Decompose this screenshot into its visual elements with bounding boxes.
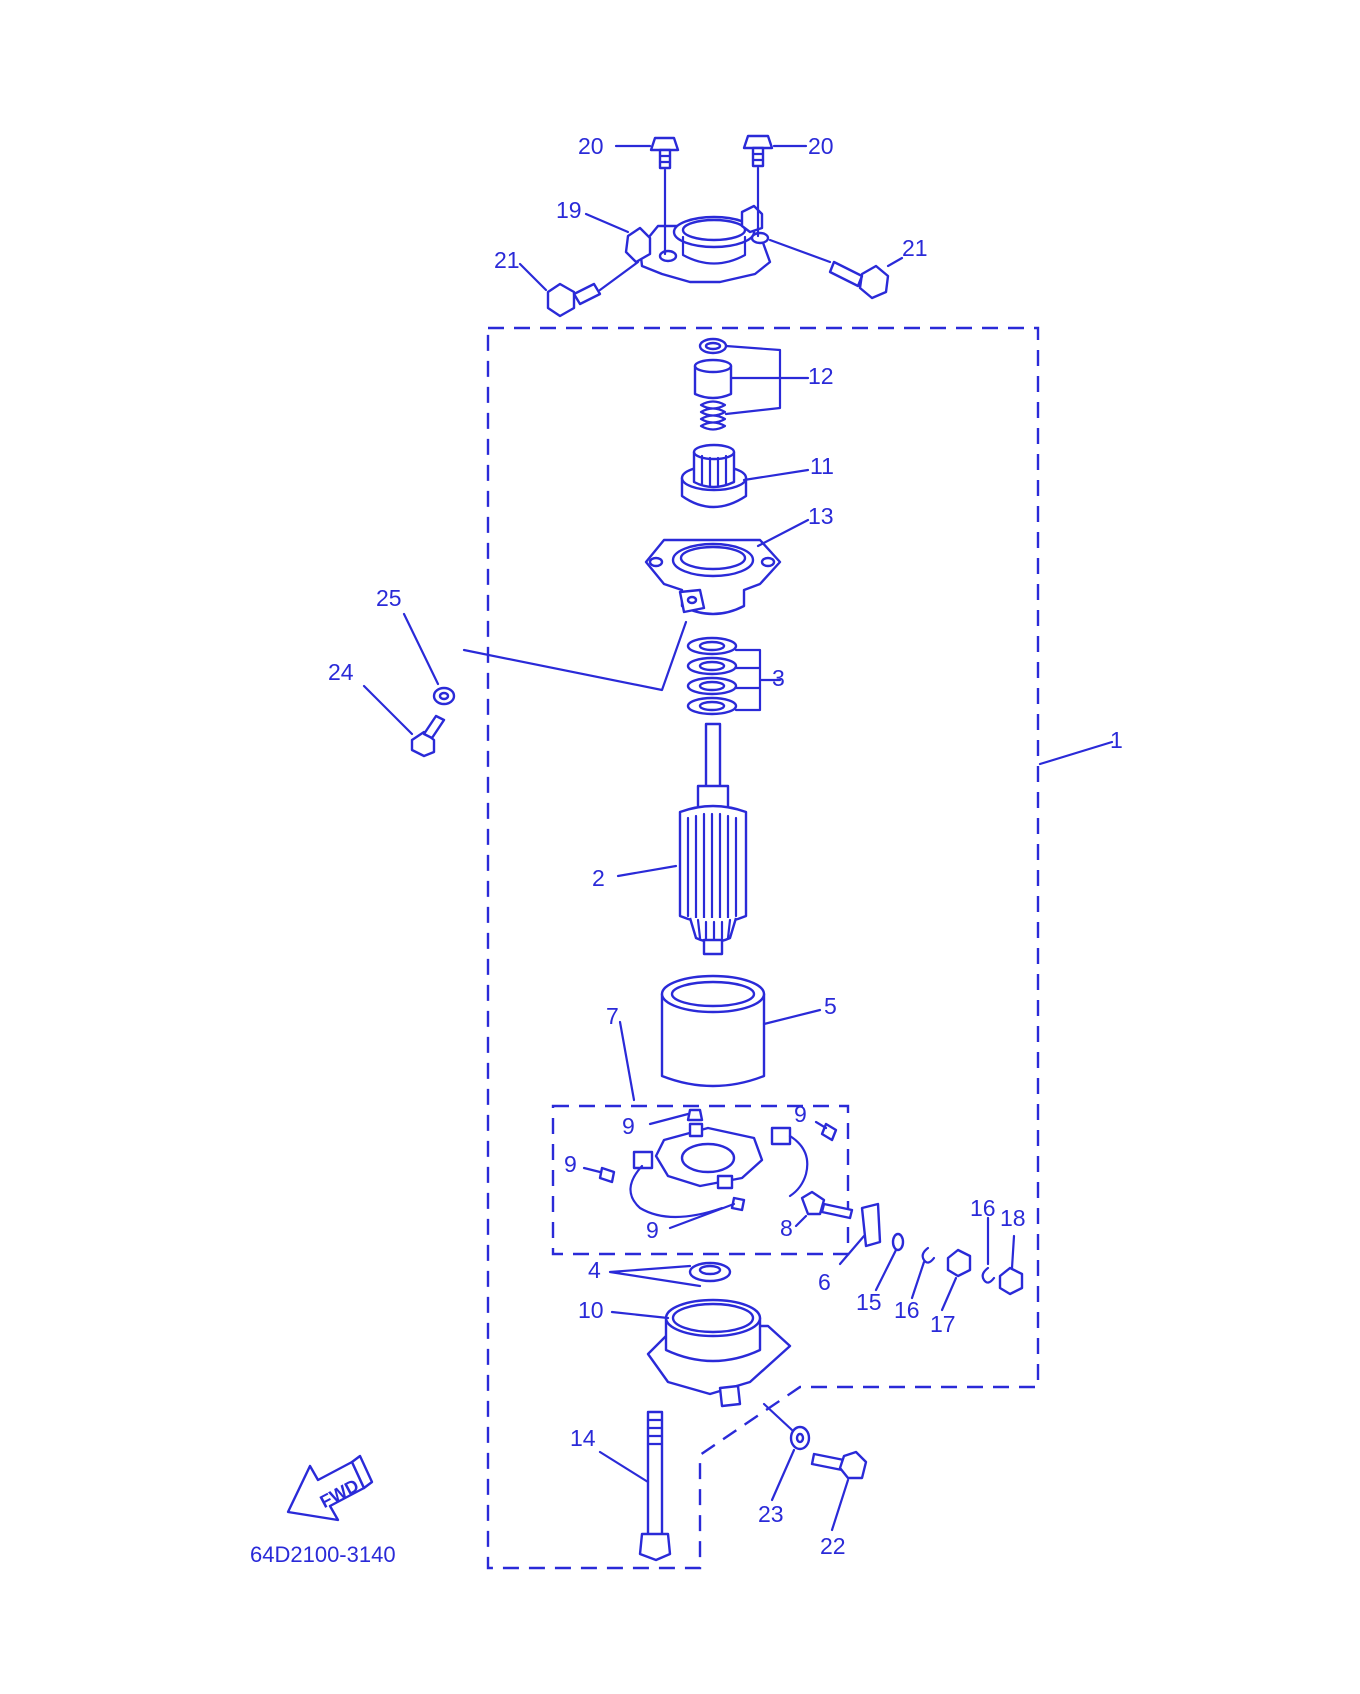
label-11: 11 <box>810 453 834 479</box>
washer-15 <box>891 1232 905 1252</box>
front-bracket-13 <box>644 538 782 616</box>
washer-23 <box>789 1425 811 1451</box>
label-4: 4 <box>588 1257 601 1283</box>
lock-washer-16a <box>921 1246 936 1264</box>
label-20-left: 20 <box>578 133 604 159</box>
leader-14 <box>598 1450 650 1484</box>
label-9-d: 9 <box>646 1217 659 1243</box>
label-14: 14 <box>570 1425 596 1451</box>
leader-15 <box>874 1248 898 1292</box>
label-21-left: 21 <box>494 247 520 273</box>
label-9-c: 9 <box>564 1151 577 1177</box>
leader-20-left <box>614 144 667 256</box>
leader-16 <box>910 1216 990 1300</box>
label-19: 19 <box>556 197 582 223</box>
assembly-outline-dashed <box>486 326 1040 1570</box>
terminal-plate-6 <box>860 1202 882 1248</box>
leader-6 <box>838 1234 866 1266</box>
leader-4 <box>608 1264 702 1288</box>
label-6: 6 <box>818 1269 831 1295</box>
thrust-washer-4 <box>688 1261 732 1283</box>
label-21-right: 21 <box>902 235 928 261</box>
leader-25 <box>402 612 440 686</box>
leader-10 <box>610 1310 670 1320</box>
washer-25 <box>432 686 456 706</box>
leader-21-left <box>518 260 640 292</box>
leader-24 <box>362 684 414 736</box>
leader-17 <box>940 1276 958 1312</box>
rear-cover-10 <box>646 1298 792 1408</box>
leader-22 <box>830 1478 850 1532</box>
leader-12 <box>724 344 810 416</box>
bolt-20-left <box>649 136 680 170</box>
fwd-arrow-icon: FWD <box>286 1454 374 1522</box>
label-9-b: 9 <box>794 1101 807 1127</box>
diagram-code: 64D2100-3140 <box>250 1542 396 1567</box>
label-7: 7 <box>606 1003 619 1029</box>
label-5: 5 <box>824 993 837 1019</box>
label-16-b: 16 <box>970 1195 996 1221</box>
leader-19 <box>584 212 630 234</box>
label-12: 12 <box>808 363 834 389</box>
leader-2 <box>616 864 678 878</box>
bolt-21-left <box>546 282 602 318</box>
label-2: 2 <box>592 865 605 891</box>
terminal-bolt-8 <box>800 1190 854 1220</box>
leader-21-right <box>768 238 904 268</box>
label-3: 3 <box>772 665 785 691</box>
stop-ring-collar-spring-12 <box>693 337 733 431</box>
leader-18 <box>1010 1234 1016 1270</box>
leader-1 <box>1038 740 1114 766</box>
leader-23 <box>762 1402 796 1502</box>
bolt-21-right <box>828 260 890 300</box>
shim-washers-3 <box>686 636 738 716</box>
nut-18 <box>998 1266 1024 1296</box>
label-15: 15 <box>856 1289 882 1315</box>
nut-17 <box>946 1248 972 1278</box>
label-23: 23 <box>758 1501 784 1527</box>
label-16-a: 16 <box>894 1297 920 1323</box>
label-1: 1 <box>1110 727 1123 753</box>
label-10: 10 <box>578 1297 604 1323</box>
leader-screw-to-bracket <box>462 620 688 692</box>
leader-3 <box>734 648 782 712</box>
label-20-right: 20 <box>808 133 834 159</box>
label-17: 17 <box>930 1311 956 1337</box>
upper-bracket-part <box>624 204 772 284</box>
bolt-20-right <box>742 134 774 168</box>
label-8: 8 <box>780 1215 793 1241</box>
leader-20-right <box>756 144 808 238</box>
label-13: 13 <box>808 503 834 529</box>
leader-13 <box>756 518 810 548</box>
lock-washer-16b <box>981 1266 996 1284</box>
leader-5 <box>762 1008 822 1026</box>
label-18: 18 <box>1000 1205 1026 1231</box>
label-24: 24 <box>328 659 354 685</box>
label-25: 25 <box>376 585 402 611</box>
leader-7 <box>618 1020 636 1102</box>
pinion-gear-11 <box>680 443 748 509</box>
screw-24 <box>410 714 446 758</box>
brush-holder-7 <box>629 1122 809 1219</box>
yoke-5 <box>660 974 766 1088</box>
label-9-a: 9 <box>622 1113 635 1139</box>
armature-2 <box>678 722 748 956</box>
label-22: 22 <box>820 1533 846 1559</box>
leader-9 <box>582 1112 828 1230</box>
leader-11 <box>742 468 810 482</box>
bolt-22 <box>810 1450 868 1480</box>
through-bolt-14 <box>638 1410 672 1562</box>
